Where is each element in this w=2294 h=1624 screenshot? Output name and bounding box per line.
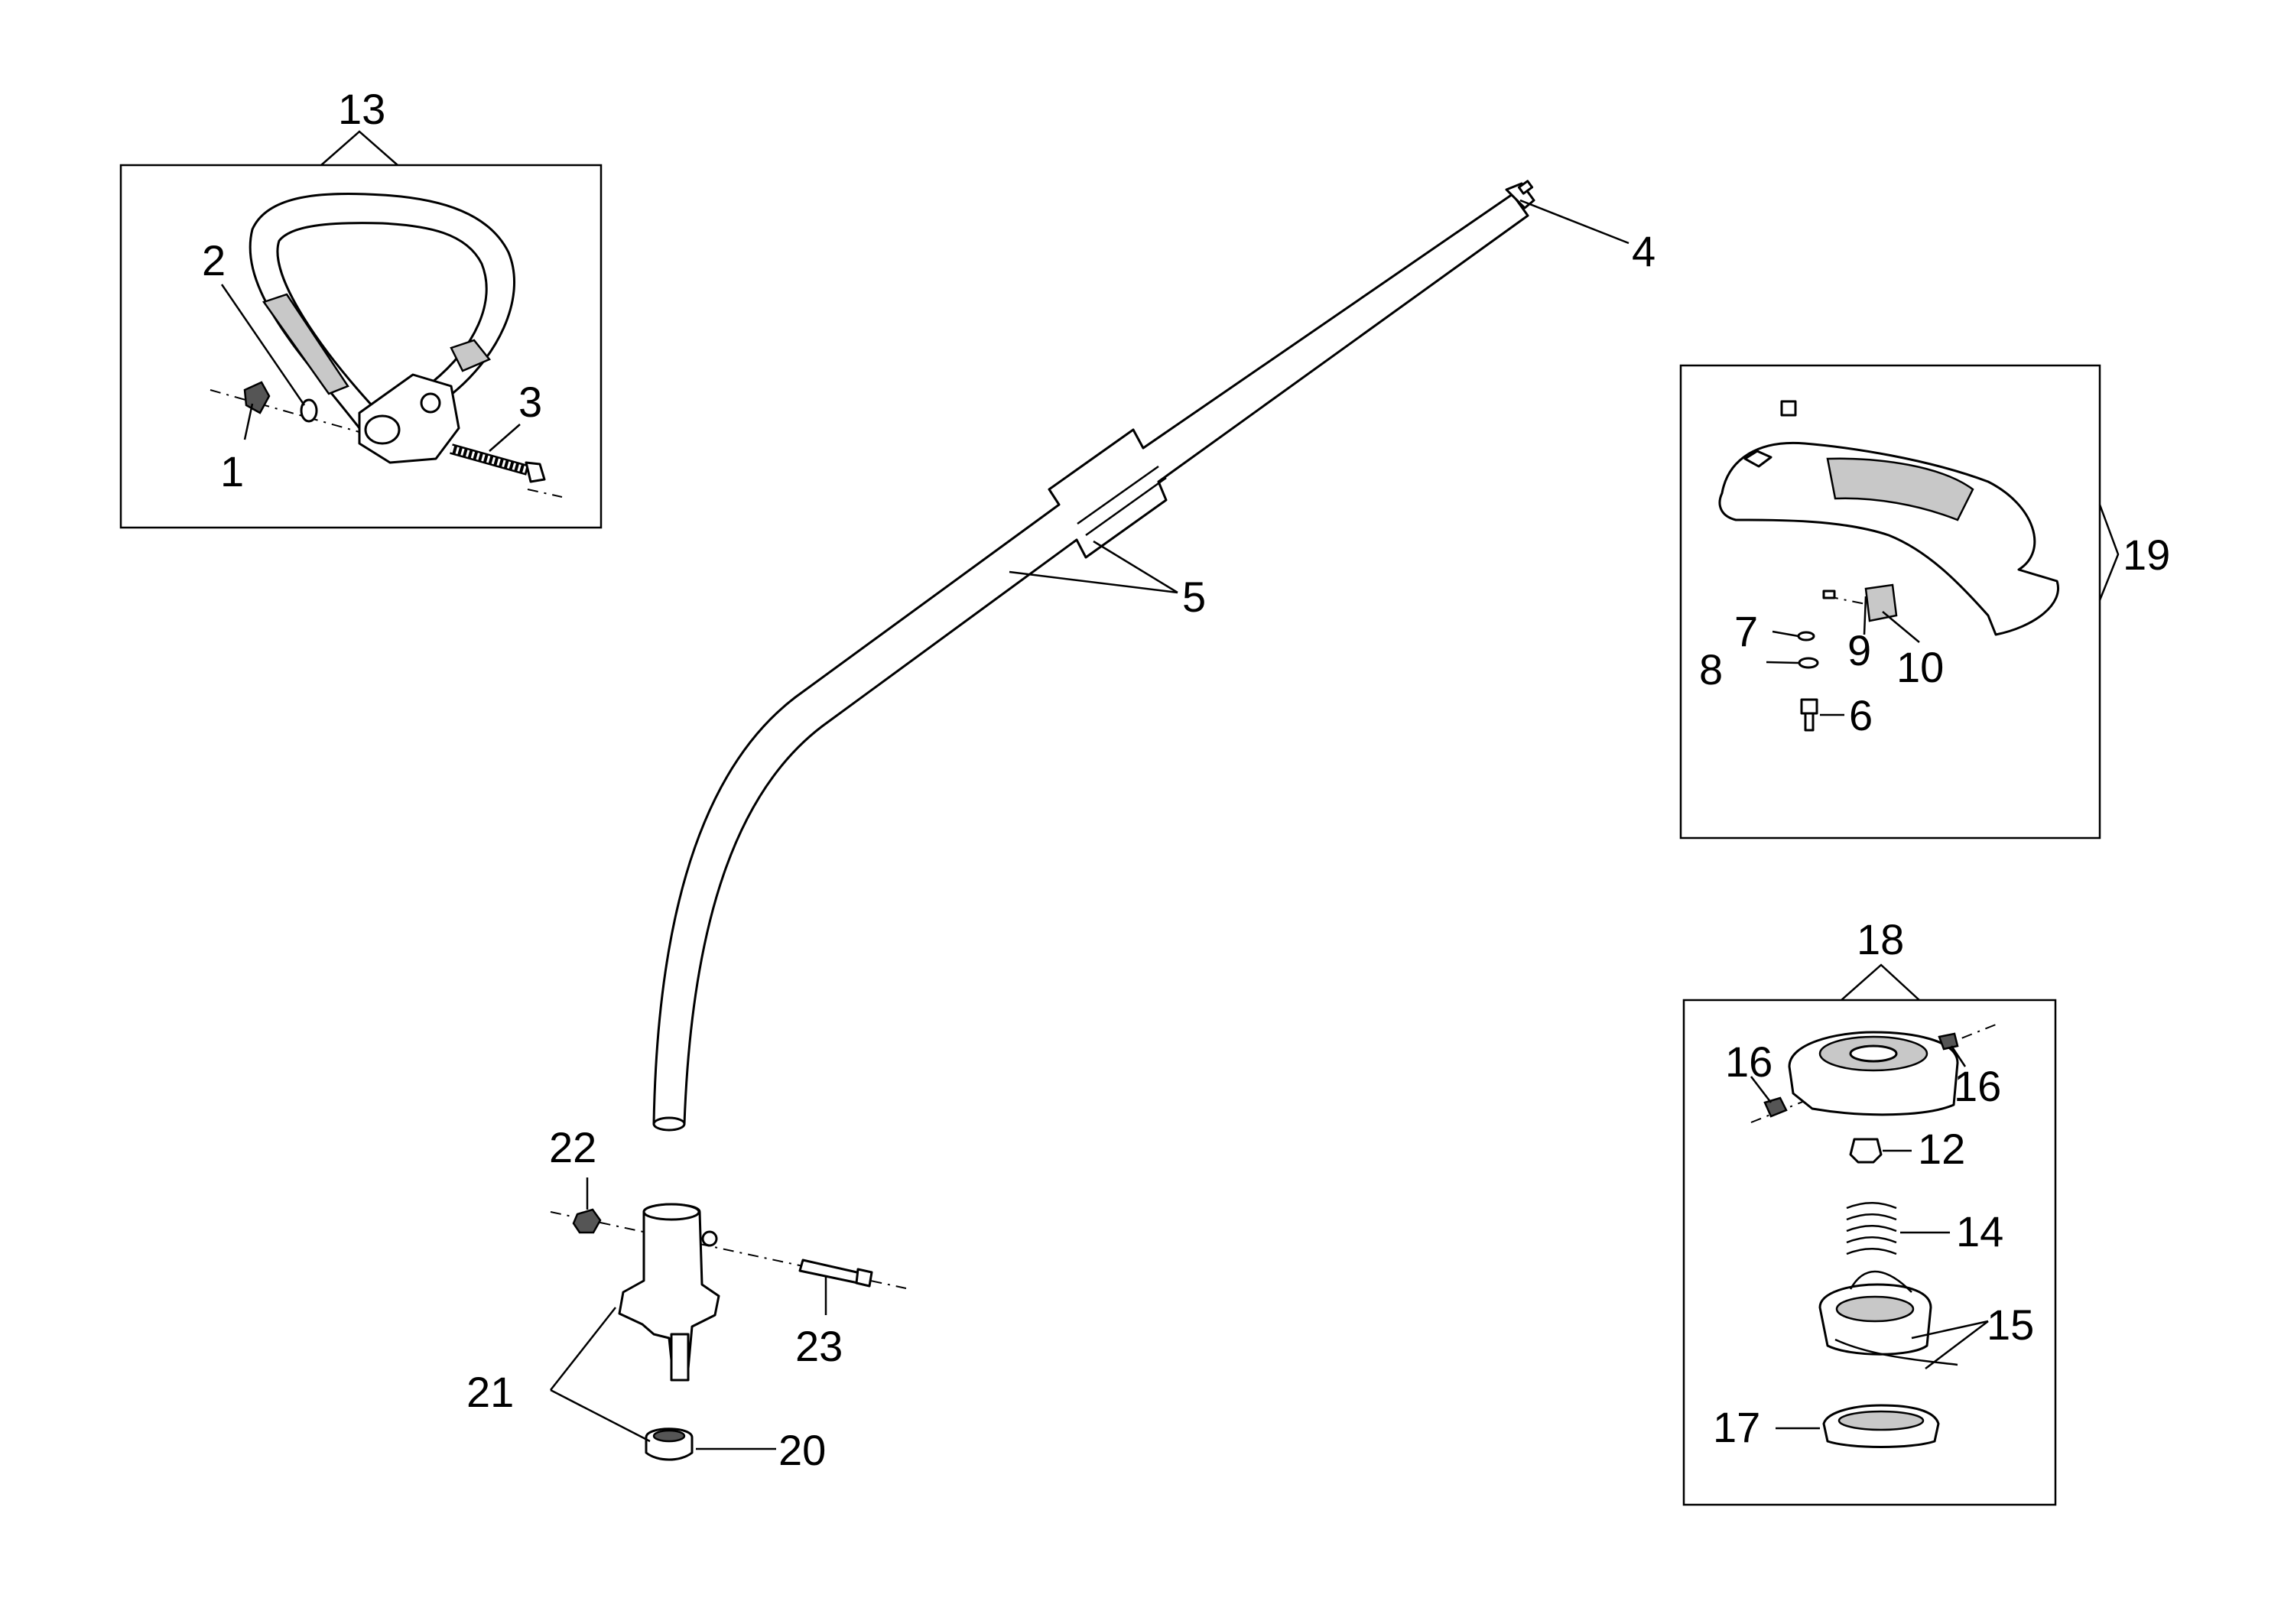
washer [300, 398, 318, 423]
handle-grip-slot-right [450, 339, 492, 372]
lock-washer [1797, 631, 1815, 641]
callout-3: 3 [518, 378, 542, 426]
callout-6: 6 [1849, 691, 1873, 739]
drive-shaft-tube [652, 193, 1529, 1125]
shaft-group: 4 5 [652, 180, 1656, 1132]
shaft-end-fitting [1505, 182, 1535, 209]
gear-head-nut [572, 1208, 602, 1234]
eyelet-left [1763, 1096, 1788, 1118]
callout-5: 5 [1182, 573, 1206, 621]
eyelet-right [1938, 1032, 1959, 1051]
gear-head-group: 22 20 23 21 [466, 1123, 907, 1474]
gear-head-bolt [798, 1259, 873, 1288]
callout-2: 2 [202, 236, 226, 284]
callout-19: 19 [2123, 531, 2170, 579]
callout-17: 17 [1713, 1403, 1760, 1451]
trimmer-head-group: 18 16 16 12 14 15 [1682, 915, 2057, 1506]
handle-group-frame [119, 164, 603, 529]
grass-guard [1718, 441, 2059, 636]
callout-23: 23 [795, 1322, 843, 1370]
callout-16-right: 16 [1954, 1062, 2001, 1110]
callout-21: 21 [466, 1368, 514, 1416]
callout-12: 12 [1918, 1125, 1965, 1173]
guard-assembly-group: 19 7 8 9 10 6 [1679, 364, 2170, 840]
callout-13: 13 [338, 85, 385, 133]
callout-20: 20 [778, 1426, 826, 1474]
callout-16-left: 16 [1725, 1038, 1772, 1086]
trimmer-head-frame [1682, 999, 2057, 1506]
flat-washer [1798, 657, 1819, 669]
eyelet-nut [1849, 1138, 1883, 1164]
bolt [450, 443, 546, 483]
callout-22: 22 [549, 1123, 596, 1171]
callout-9: 9 [1847, 626, 1871, 674]
guard-group-frame [1679, 364, 2101, 840]
callout-14: 14 [1956, 1207, 2003, 1255]
guard-top-ridge [1826, 457, 1974, 521]
wing-nut [243, 381, 271, 414]
callout-15: 15 [1987, 1301, 2034, 1349]
callout-7: 7 [1734, 607, 1758, 655]
line-cutter-screw [1822, 590, 1836, 599]
callout-8: 8 [1699, 645, 1723, 693]
callout-4: 4 [1632, 227, 1656, 275]
callout-1: 1 [220, 447, 244, 495]
spring [1846, 1202, 1897, 1255]
handle-grip-slot [262, 293, 349, 395]
handle-assembly-group: 13 2 1 3 [119, 85, 603, 529]
guard-bolt [1800, 698, 1818, 732]
callout-18: 18 [1857, 915, 1904, 963]
line-cutter-blade [1864, 583, 1898, 622]
callout-10: 10 [1896, 643, 1944, 691]
